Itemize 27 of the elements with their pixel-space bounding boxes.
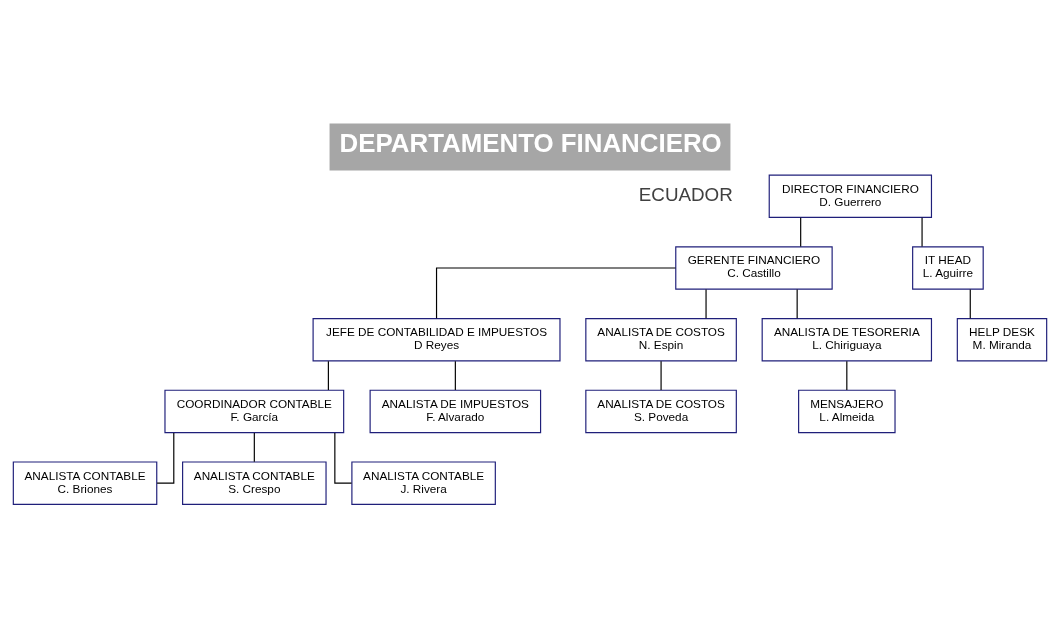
node-box: ANALISTA DE COSTOS S. Poveda [585, 389, 737, 434]
node-box: GERENTE FINANCIERO C. Castillo [675, 246, 833, 290]
node-box: DIRECTOR FINANCIERO D. Guerrero [768, 174, 933, 219]
node-box: COORDINADOR CONTABLE F. García [164, 389, 345, 434]
node-box: ANALISTA CONTABLE C. Briones [12, 461, 158, 505]
connector [969, 288, 971, 319]
connector [156, 432, 175, 484]
node-box: HELP DESK M. Miranda [956, 317, 1048, 362]
label: ECUADOR [638, 183, 733, 205]
node-box: IT HEAD L. Aguirre [912, 246, 984, 290]
connector [800, 217, 802, 248]
node-box: ANALISTA DE TESORERIA L. Chiriguaya [761, 317, 933, 362]
connector [435, 267, 677, 319]
node-box: MENSAJERO L. Almeida [798, 389, 896, 434]
node-box: JEFE DE CONTABILIDAD E IMPUESTOS D Reyes [312, 317, 561, 362]
connector [846, 360, 848, 391]
connector [253, 432, 255, 463]
connector [454, 360, 456, 391]
connector [334, 432, 353, 484]
node-box: ANALISTA CONTABLE S. Crespo [182, 461, 327, 505]
node-box: ANALISTA CONTABLE J. Rivera [351, 461, 496, 505]
node-box: ANALISTA DE IMPUESTOS F. Alvarado [369, 389, 542, 434]
diagram-title: DEPARTAMENTO FINANCIERO [339, 129, 722, 158]
connector [327, 360, 329, 391]
connector [796, 288, 798, 319]
connector [660, 360, 662, 391]
node-box: ANALISTA DE COSTOS N. Espin [585, 317, 737, 362]
